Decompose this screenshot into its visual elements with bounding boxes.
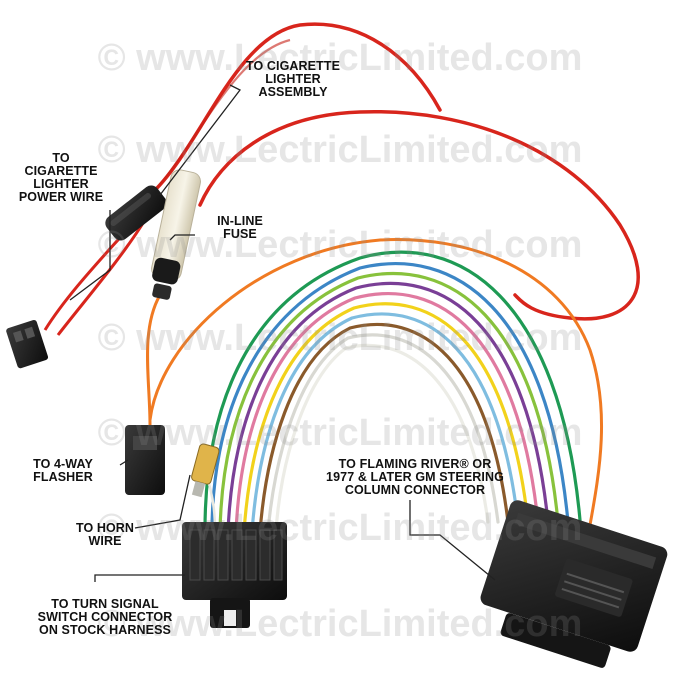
label-horn-wire: TO HORN WIRE bbox=[60, 522, 150, 548]
orange-wire-flasher bbox=[146, 294, 162, 426]
label-line: TO HORN bbox=[75, 521, 135, 535]
red-wire-lighter-inner bbox=[144, 38, 291, 201]
label-line: LIGHTER bbox=[265, 72, 321, 86]
label-cigarette-lighter-assembly: TO CIGARETTE LIGHTER ASSEMBLY bbox=[228, 60, 358, 99]
leader-lines bbox=[69, 84, 496, 582]
label-line: COLUMN CONNECTOR bbox=[344, 483, 486, 497]
label-line: FUSE bbox=[223, 227, 257, 241]
label-cigarette-lighter-power-wire: TO CIGARETTE LIGHTER POWER WIRE bbox=[6, 152, 116, 204]
label-line: FLASHER bbox=[33, 470, 93, 484]
flaming-river-connector bbox=[480, 500, 668, 668]
label-line: IN-LINE bbox=[217, 214, 263, 228]
label-line: 1977 & LATER GM STEERING bbox=[326, 470, 504, 484]
turn-signal-connector bbox=[182, 522, 287, 628]
label-line: LIGHTER bbox=[33, 177, 89, 191]
label-line: WIRE bbox=[88, 534, 122, 548]
lighter-splice bbox=[105, 185, 167, 241]
red-wire-power-b bbox=[56, 219, 147, 336]
label-line: ON STOCK HARNESS bbox=[39, 623, 171, 637]
label-4-way-flasher: TO 4-WAY FLASHER bbox=[8, 458, 118, 484]
label-line: SWITCH CONNECTOR bbox=[37, 610, 173, 624]
label-line: POWER WIRE bbox=[18, 190, 104, 204]
horn-terminal bbox=[191, 443, 220, 498]
label-line: TO bbox=[52, 151, 70, 165]
label-line: TO CIGARETTE bbox=[245, 59, 341, 73]
label-turn-signal-connector: TO TURN SIGNAL SWITCH CONNECTOR ON STOCK… bbox=[20, 598, 190, 637]
label-inline-fuse: IN-LINE FUSE bbox=[205, 215, 275, 241]
orange-wire-main bbox=[148, 238, 604, 526]
red-wire-lighter-loop bbox=[148, 22, 442, 197]
label-line: TO FLAMING RIVER® OR bbox=[338, 457, 492, 471]
label-flaming-river-connector: TO FLAMING RIVER® OR 1977 & LATER GM STE… bbox=[320, 458, 510, 497]
red-wire-fuse-loop bbox=[198, 110, 640, 321]
flasher-connector bbox=[125, 425, 165, 495]
label-line: ASSEMBLY bbox=[258, 85, 328, 99]
inline-fuse-holder bbox=[151, 169, 201, 300]
label-line: TO TURN SIGNAL bbox=[51, 597, 159, 611]
power-wire-connector bbox=[6, 319, 49, 369]
wire-bundle bbox=[203, 250, 582, 534]
label-line: TO 4-WAY bbox=[33, 457, 93, 471]
label-line: CIGARETTE bbox=[24, 164, 98, 178]
